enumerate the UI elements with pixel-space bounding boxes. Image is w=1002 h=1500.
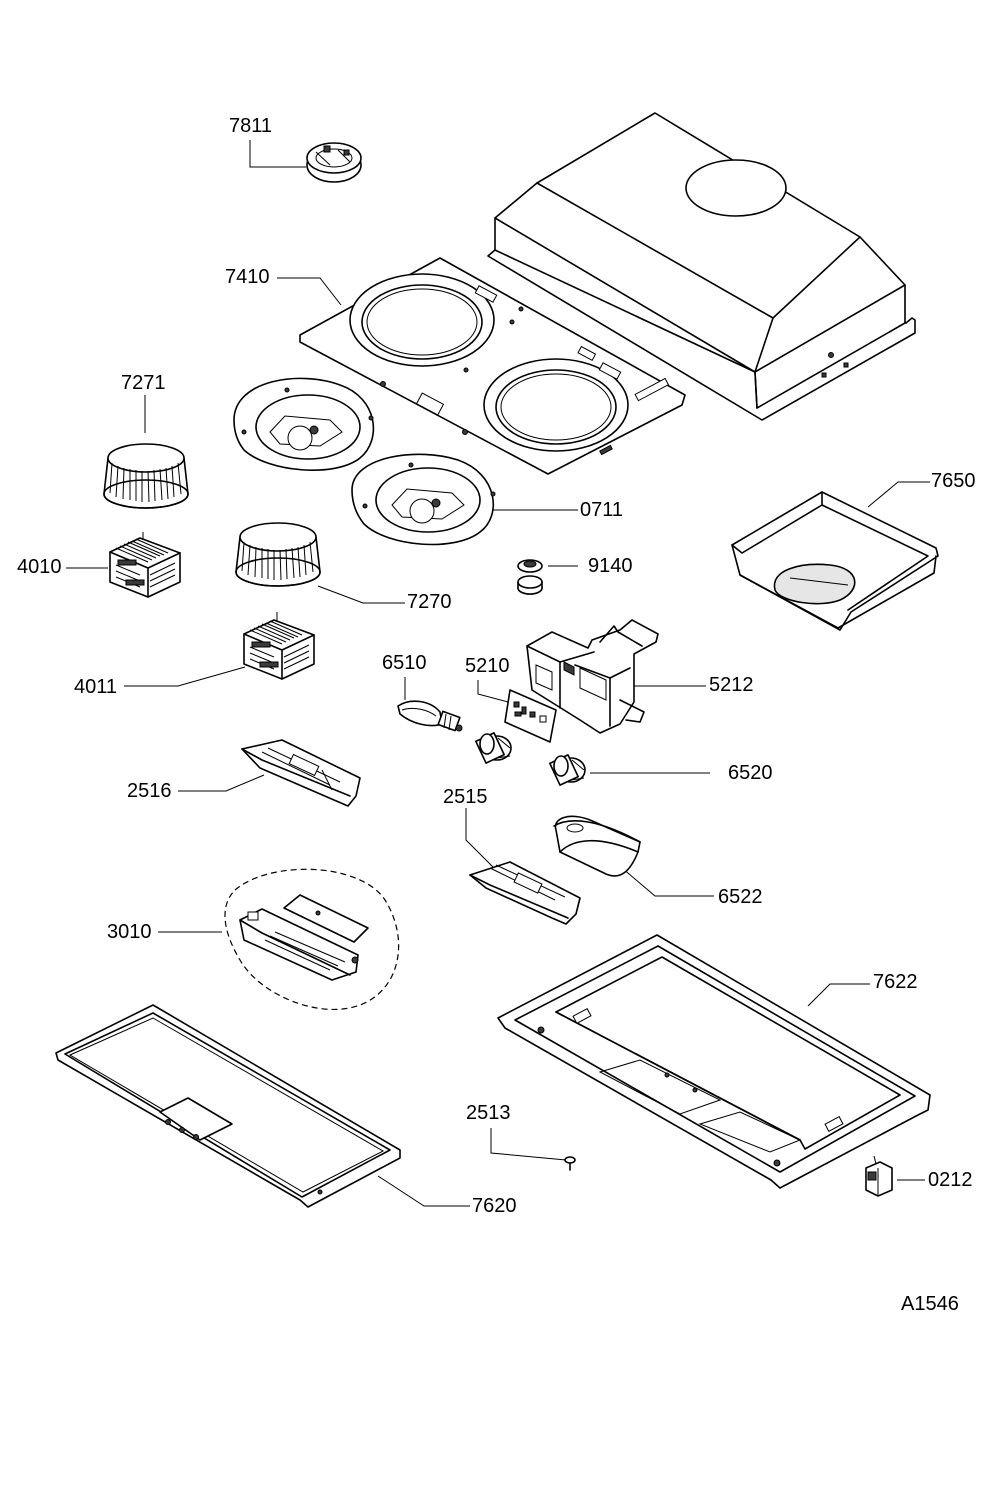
callout-2516: 2516 xyxy=(127,780,172,802)
leader-lines xyxy=(66,140,930,1207)
callout-6520: 6520 xyxy=(728,762,773,784)
part-2516-lamp-cover xyxy=(241,739,361,807)
part-5212-housing xyxy=(526,619,659,734)
callout-7620: 7620 xyxy=(472,1195,517,1217)
callout-0711: 0711 xyxy=(580,499,624,521)
part-7270-fan-wheel xyxy=(235,522,321,587)
callout-5212: 5212 xyxy=(709,674,754,696)
callout-7410: 7410 xyxy=(225,266,270,288)
part-7811-adapter xyxy=(306,142,362,183)
part-lampholder-a xyxy=(475,732,512,764)
part-4011-motor xyxy=(243,612,315,680)
callout-4011: 4011 xyxy=(74,676,118,698)
part-0711-motor-plates xyxy=(233,377,496,546)
callout-4010: 4010 xyxy=(17,556,62,578)
part-2513-screw xyxy=(564,1156,576,1171)
callout-7270: 7270 xyxy=(407,591,452,613)
part-0212-switch xyxy=(865,1155,893,1197)
part-7271-fan-wheel xyxy=(103,443,189,509)
part-7410-plate xyxy=(299,257,686,475)
drawing-code: A1546 xyxy=(901,1293,959,1315)
part-4010-motor xyxy=(109,532,181,598)
part-6510-bulb xyxy=(397,700,463,732)
callout-2515: 2515 xyxy=(443,786,488,808)
part-6522-diffuser xyxy=(553,815,641,877)
callout-7811: 7811 xyxy=(229,115,273,137)
callout-7622: 7622 xyxy=(873,971,918,993)
callout-6510: 6510 xyxy=(382,652,427,674)
callout-9140: 9140 xyxy=(588,555,633,577)
part-7622-frame xyxy=(497,934,931,1189)
callout-7271: 7271 xyxy=(121,372,166,394)
part-7620-filter xyxy=(55,1004,401,1208)
part-9140-grommets xyxy=(517,559,543,595)
part-2515-lamp-cover xyxy=(469,861,581,925)
callout-5210: 5210 xyxy=(465,655,510,677)
part-hood-body xyxy=(487,112,916,421)
part-7650-tray xyxy=(731,491,939,631)
callout-3010: 3010 xyxy=(107,921,152,943)
callout-7650: 7650 xyxy=(931,470,976,492)
part-3010-control xyxy=(224,868,400,1010)
callout-6522: 6522 xyxy=(718,886,763,908)
callout-2513: 2513 xyxy=(466,1102,511,1124)
callout-0212: 0212 xyxy=(928,1169,973,1191)
part-6520-lampholder xyxy=(549,754,586,786)
part-5210-board xyxy=(504,689,557,743)
